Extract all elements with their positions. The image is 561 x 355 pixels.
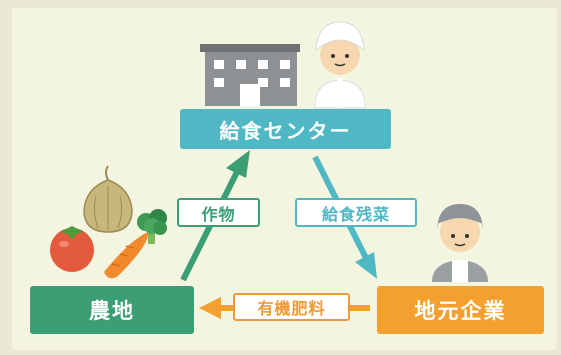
flow-label-fertilizer: 有機肥料 [233,293,350,321]
flow-label-crops: 作物 [177,198,260,227]
flow-label-leftovers: 給食残菜 [295,198,417,227]
node-local-company: 地元企業 [377,286,544,334]
node-lunch-center: 給食センター [180,109,391,149]
node-farmland: 農地 [30,286,194,334]
